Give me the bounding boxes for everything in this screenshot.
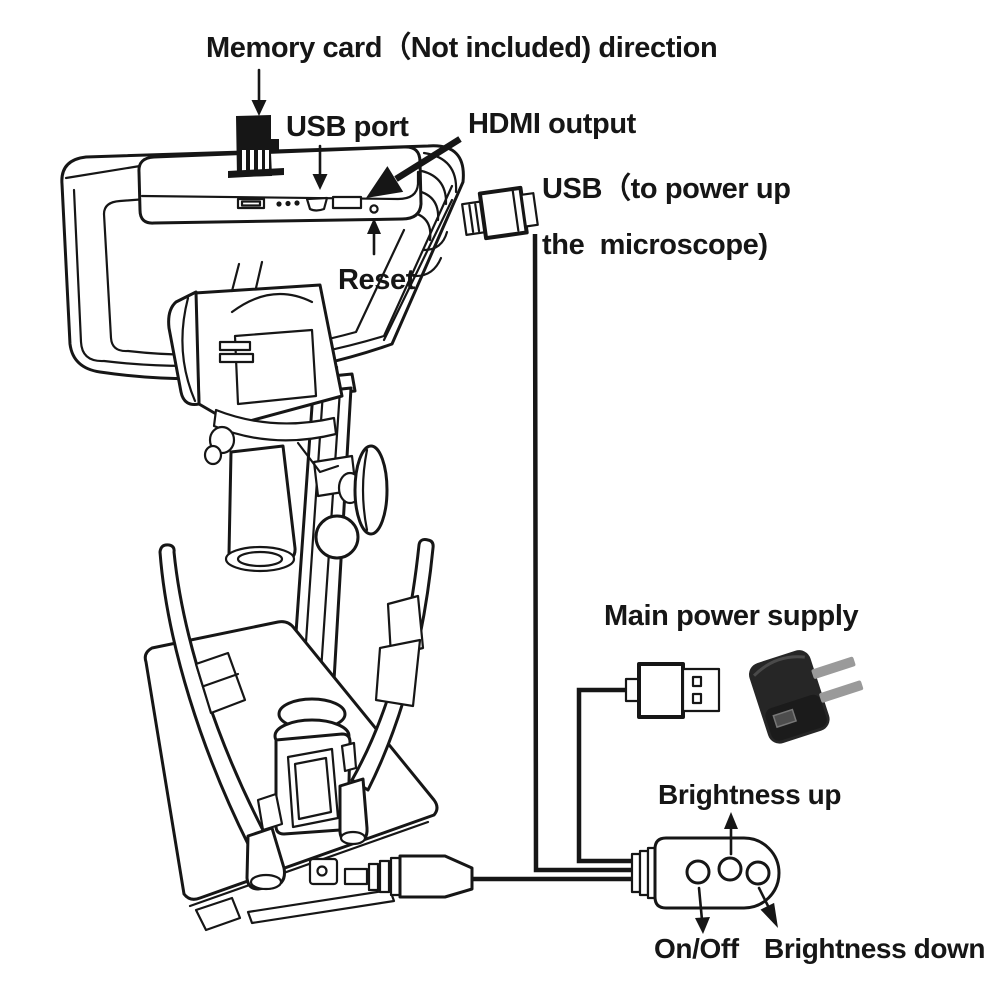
- hdmi-output-label: HDMI output: [468, 108, 637, 140]
- usb-power-plug: [624, 662, 721, 719]
- memory-card: [228, 115, 284, 178]
- labels: Memory card（Not included) direction USB …: [206, 31, 986, 964]
- monitor-usb-cable: [532, 233, 634, 873]
- reset-label: Reset: [338, 264, 416, 296]
- monitor-usb-connector: [461, 185, 539, 241]
- port-bar: [137, 145, 423, 225]
- callout-arrows: [251, 68, 778, 934]
- mini-usb-port: [305, 196, 329, 212]
- cables: [470, 233, 634, 882]
- jack-plug: [343, 854, 474, 899]
- gooseneck-left: [158, 543, 286, 891]
- hdmi-output-arrow: [366, 136, 462, 198]
- usb-port-socket: [331, 195, 363, 210]
- reset-hole: [369, 204, 379, 214]
- main-power-supply-label: Main power supply: [604, 600, 859, 632]
- camera-head: [167, 260, 389, 734]
- usb-port-label: USB port: [286, 111, 409, 143]
- adapter-prong-bottom: [819, 680, 864, 703]
- base-foot-right: [246, 888, 396, 925]
- lower-focus-knob: [314, 514, 360, 560]
- memory-card-label: Memory card（Not included) direction: [206, 31, 717, 64]
- remote-control: [630, 836, 781, 910]
- on-off-label: On/Off: [654, 933, 740, 964]
- power-branch-cable: [576, 687, 634, 864]
- brightness-down-arrow: [757, 886, 778, 928]
- brightness-down-label: Brightness down: [764, 933, 985, 964]
- brightness-up-label: Brightness up: [658, 779, 841, 810]
- brightness-up-arrow: [724, 812, 738, 856]
- usb-power-label-line1: USB（to power up: [542, 172, 791, 205]
- adapter-prong-top: [811, 656, 856, 679]
- usb-port-arrow: [312, 144, 328, 190]
- indicator-dots: [276, 200, 300, 207]
- focus-knob-disc: [353, 444, 389, 536]
- brightness-down-button: [745, 860, 771, 886]
- stage-window: [286, 747, 340, 829]
- reset-arrow: [367, 218, 381, 256]
- on-off-button: [685, 859, 711, 885]
- on-off-arrow: [695, 886, 710, 934]
- brightness-up-button: [717, 856, 743, 882]
- usb-power-label-line2: the microscope): [542, 229, 768, 261]
- power-socket: [308, 857, 339, 886]
- gooseneck-right: [338, 538, 435, 846]
- base-foot-left: [194, 896, 242, 932]
- adapter-usb-slot: [772, 708, 798, 729]
- memory-card-arrow: [251, 68, 267, 116]
- memory-card-slot: [236, 197, 266, 210]
- wall-adapter: [749, 650, 864, 744]
